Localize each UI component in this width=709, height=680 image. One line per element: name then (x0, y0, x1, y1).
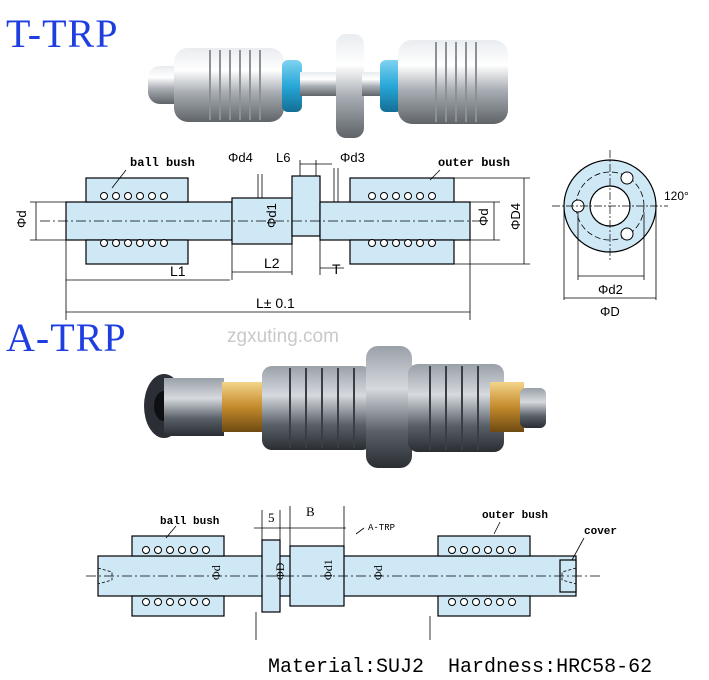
label-phi-d3: Φd3 (340, 150, 365, 165)
label-phi-D: ΦD (600, 304, 620, 319)
label-outer-bush: outer bush (438, 156, 510, 170)
ball-retainer-right (490, 382, 524, 432)
label-L2: L2 (264, 255, 280, 271)
label-phi-d2: Φd2 (598, 282, 623, 297)
flange-end-view (552, 150, 668, 300)
flange (336, 34, 364, 138)
flange (366, 346, 412, 468)
label-ball-bush: ball bush (160, 516, 219, 528)
t-trp-drawing: ball bush outer bush Φd4 L6 Φd3 Φd Φd1 Φ… (14, 150, 689, 320)
t-trp-product-image (148, 34, 508, 138)
t-trp-title: T-TRP (6, 11, 119, 56)
label-cover: cover (584, 526, 617, 538)
outer-bush-right (398, 40, 508, 124)
watermark: zgxuting.com (227, 326, 339, 347)
label-ball-bush: ball bush (130, 156, 195, 170)
label-L6: L6 (276, 150, 290, 165)
label-L1: L1 (170, 263, 186, 279)
outer-bush-top (349, 177, 455, 203)
label-phi-d-right: Φd (371, 565, 385, 580)
label-phi-d-left: Φd (14, 210, 29, 228)
material-text: Material:SUJ2 (268, 656, 425, 679)
label-phi-d-left: Φd (209, 565, 223, 580)
flange-section (291, 175, 321, 237)
label-phi-d1: Φd1 (264, 203, 279, 228)
label-L-tolerance: L± 0.1 (256, 295, 295, 311)
hardness-text: Hardness:HRC58-62 (448, 656, 653, 679)
outer-bush-right (408, 364, 504, 452)
label-phi-D: ΦD (273, 562, 287, 580)
label-outer-bush: outer bush (482, 510, 548, 522)
a-trp-product-image (144, 346, 546, 468)
ball-retainer-left (222, 382, 264, 432)
a-trp-title: A-TRP (6, 315, 127, 360)
label-dim-5: 5 (268, 510, 275, 525)
footer-line: Material:SUJ2 Hardness:HRC58-62 (268, 656, 652, 679)
label-dim-B: B (306, 504, 315, 519)
ball-bush-left (262, 366, 372, 450)
seal-ring-right (380, 60, 402, 112)
label-angle-120: 120° (664, 189, 689, 203)
label-a-trp: A-TRP (368, 523, 395, 533)
outer-bush-bottom (349, 239, 455, 265)
label-phi-d1: Φd1 (321, 559, 335, 580)
label-T: T (332, 261, 341, 277)
seal-ring-left (282, 60, 302, 112)
label-phi-d4-small: Φd4 (228, 150, 253, 165)
a-trp-drawing: ball bush 5 B A-TRP outer bush cover Φd … (86, 504, 617, 640)
label-phi-d-right: Φd (476, 208, 491, 226)
label-phi-D4: ΦD4 (508, 203, 523, 230)
